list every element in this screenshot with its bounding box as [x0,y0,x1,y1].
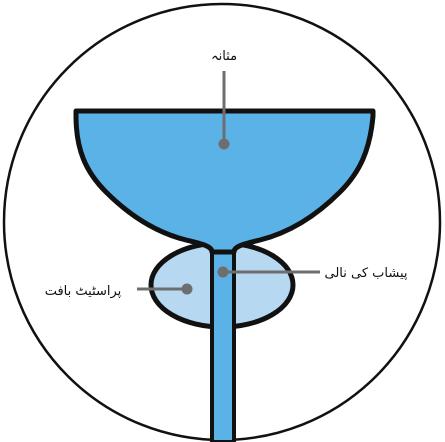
urethra-label: پیشاب کی نالی [324,266,407,281]
bladder-leader-dot [219,139,230,150]
prostate-leader-dot [182,284,193,295]
bladder-label: مثانہ [211,49,237,64]
prostate-label: پراسٹیٹ بافت [45,284,122,299]
urethra-leader-dot [218,267,229,278]
